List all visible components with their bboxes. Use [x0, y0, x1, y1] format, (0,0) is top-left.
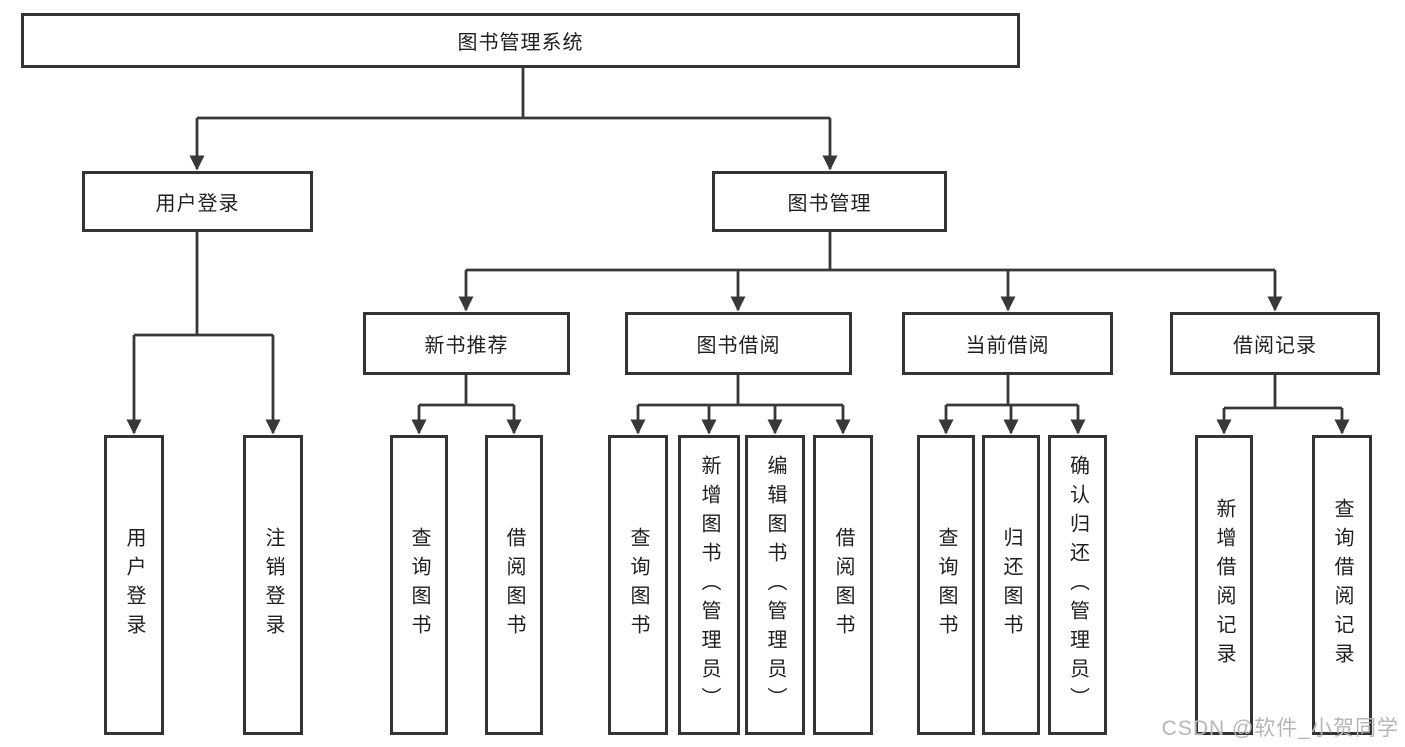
leaf-label: 新增借阅记录: [1213, 498, 1235, 672]
node-current-borrow: 当前借阅: [902, 312, 1113, 375]
leaf-logout-login: 注销登录: [243, 435, 303, 735]
leaf-label: 归还图书: [1000, 527, 1022, 643]
leaf-label: 编辑图书（管理员）: [764, 454, 786, 716]
node-library-system: 图书管理系统: [21, 13, 1020, 68]
leaf-query-borrow-record: 查询借阅记录: [1312, 435, 1372, 735]
leaf-label: 注销登录: [262, 527, 284, 643]
node-user-login: 用户登录: [82, 171, 313, 232]
leaf-label: 用户登录: [123, 527, 145, 643]
leaf-edit-book-admin: 编辑图书（管理员）: [745, 435, 805, 735]
leaf-label: 查询借阅记录: [1331, 498, 1353, 672]
node-borrow-record: 借阅记录: [1170, 312, 1380, 375]
leaf-borrow-book-recommend: 借阅图书: [485, 435, 543, 735]
node-new-book-recommend: 新书推荐: [363, 312, 570, 375]
leaf-label: 查询图书: [627, 527, 649, 643]
leaf-return-book: 归还图书: [982, 435, 1040, 735]
leaf-borrow-book-borrow: 借阅图书: [813, 435, 873, 735]
leaf-add-borrow-record: 新增借阅记录: [1195, 435, 1253, 735]
leaf-label: 查询图书: [408, 527, 430, 643]
leaf-query-book-recommend: 查询图书: [390, 435, 448, 735]
leaf-label: 新增图书（管理员）: [698, 454, 720, 716]
leaf-query-book-borrow: 查询图书: [608, 435, 668, 735]
watermark: CSDN @软件_小贺同学: [1161, 717, 1399, 740]
node-book-management: 图书管理: [712, 171, 947, 232]
leaf-label: 确认归还（管理员）: [1066, 454, 1089, 716]
leaf-query-book-current: 查询图书: [917, 435, 975, 735]
leaf-label: 查询图书: [935, 527, 957, 643]
leaf-confirm-return-admin: 确认归还（管理员）: [1048, 435, 1107, 735]
leaf-label: 借阅图书: [503, 527, 525, 643]
leaf-label: 借阅图书: [832, 527, 854, 643]
leaf-user-login: 用户登录: [104, 435, 164, 735]
node-book-borrow: 图书借阅: [625, 312, 852, 375]
leaf-add-book-admin: 新增图书（管理员）: [678, 435, 740, 735]
